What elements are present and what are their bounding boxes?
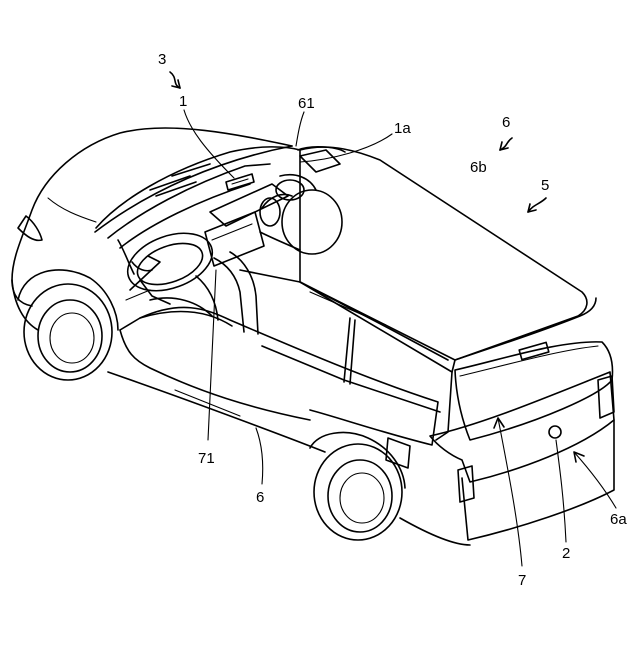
label-ref-6b: 6b [470, 159, 487, 176]
label-ref-6-body: 6 [256, 489, 264, 506]
label-ref-61: 61 [298, 95, 315, 112]
label-ref-2: 2 [562, 545, 570, 562]
label-ref-5: 5 [541, 177, 549, 194]
vehicle-body [12, 128, 614, 545]
label-ref-71: 71 [198, 450, 215, 467]
label-ref-3: 3 [158, 51, 166, 68]
leader-lines [170, 72, 616, 566]
airbag [260, 150, 342, 254]
label-ref-6a: 6a [610, 511, 627, 528]
label-ref-7: 7 [518, 572, 526, 589]
front-wheel [18, 270, 118, 380]
rear-wheel [310, 433, 405, 540]
label-ref-1a: 1a [394, 120, 411, 137]
label-ref-6-arrow: 6 [502, 114, 510, 131]
label-ref-1: 1 [179, 93, 187, 110]
cabin-interior [96, 147, 300, 334]
